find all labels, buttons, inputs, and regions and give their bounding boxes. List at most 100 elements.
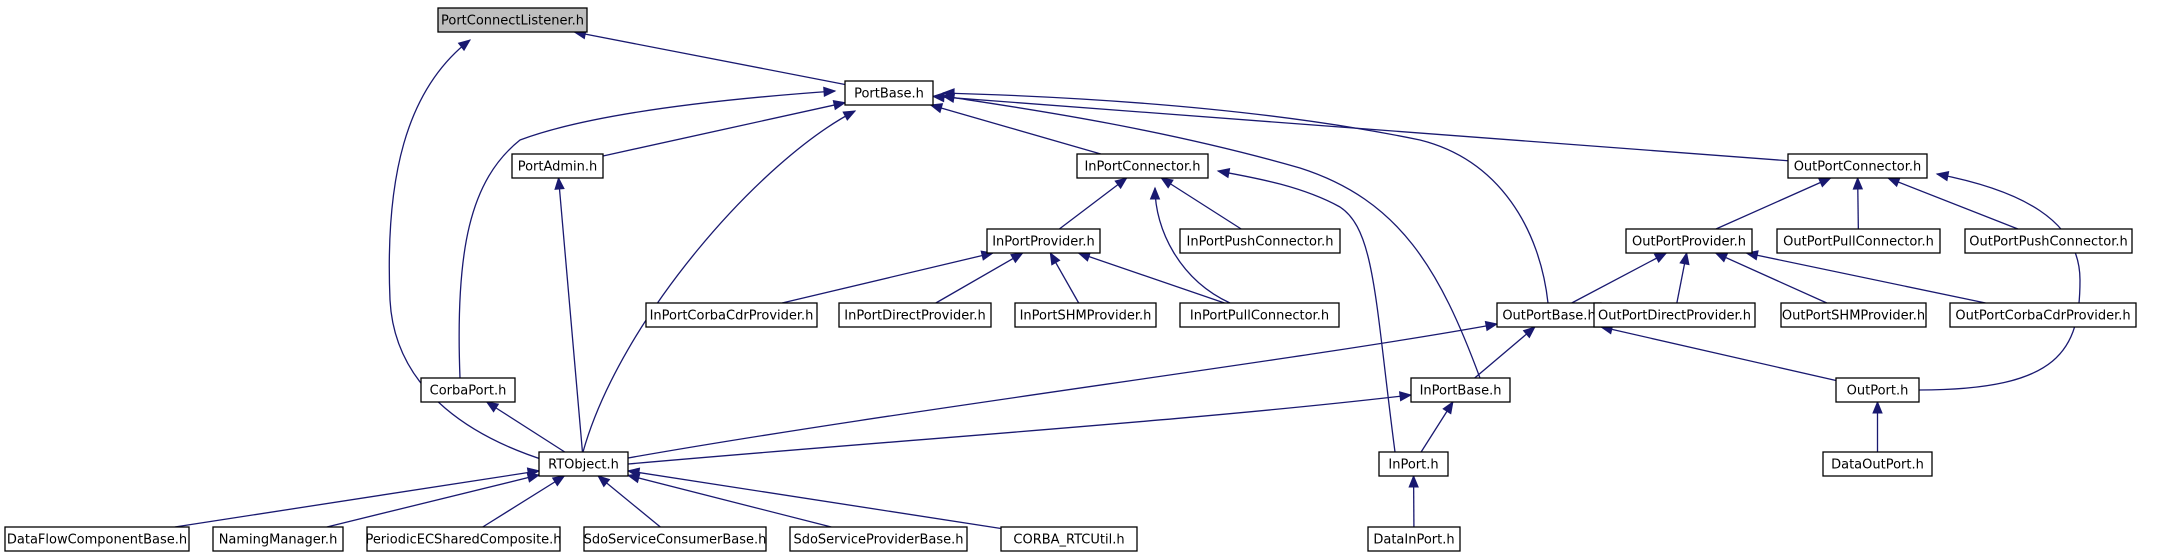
edge-portadmin-h-to-portbase-h: [602, 100, 847, 157]
node-inportpushconnector-h[interactable]: InPortPushConnector.h: [1179, 228, 1341, 254]
node-box: [538, 451, 629, 477]
node-inportprovider-h[interactable]: InPortProvider.h: [986, 228, 1101, 254]
node-label: PortConnectListener.h: [441, 14, 584, 29]
node-label: InPortCorbaCdrProvider.h: [650, 309, 814, 324]
node-box: [1378, 451, 1449, 477]
node-box: [1076, 153, 1209, 179]
edge-outportshmprovider-h-to-outportprovider-h: [1714, 252, 1828, 304]
edge-inportprovider-h-to-inportconnector-h: [1058, 177, 1128, 230]
node-box: [1780, 302, 1927, 328]
node-box: [1835, 377, 1920, 403]
node-label: InPort.h: [1388, 458, 1438, 473]
node-box: [844, 80, 934, 106]
node-portconnectlistener-h[interactable]: PortConnectListener.h: [437, 7, 588, 33]
edge-rtobject-h-to-outportbase-h: [627, 320, 1499, 459]
node-box: [511, 153, 604, 179]
node-outportpullconnector-h[interactable]: OutPortPullConnector.h: [1776, 228, 1941, 254]
edge-inportpushconnector-h-to-inportconnector-h: [1160, 177, 1242, 230]
edge-inportbase-h-to-portbase-h: [941, 92, 1481, 379]
edge-outportbase-h-to-portbase-h: [941, 88, 1549, 304]
node-label: CorbaPort.h: [430, 384, 507, 399]
node-box: [1014, 302, 1157, 328]
node-box: [1949, 302, 2137, 328]
node-label: PortAdmin.h: [518, 160, 598, 175]
edge-outportconnector-h-to-portbase-h: [931, 91, 1789, 162]
node-outportprovider-h[interactable]: OutPortProvider.h: [1625, 228, 1753, 254]
edge-rtobject-h-to-corbaport-h: [485, 401, 566, 453]
node-box: [1964, 228, 2133, 254]
edge-dataoutport-h-to-outport-h: [1872, 400, 1883, 452]
node-label: OutPortSHMProvider.h: [1782, 309, 1925, 324]
node-box: [366, 526, 561, 552]
node-inport-h[interactable]: InPort.h: [1378, 451, 1449, 477]
node-sdoserviceproviderbase-h[interactable]: SdoServiceProviderBase.h: [789, 526, 968, 552]
node-inportconnector-h[interactable]: InPortConnector.h: [1076, 153, 1209, 179]
node-inportbase-h[interactable]: InPortBase.h: [1410, 377, 1511, 403]
node-label: OutPortDirectProvider.h: [1598, 309, 1751, 324]
edge-corba-rtcutil-h-to-rtobject-h: [626, 467, 1002, 530]
node-outportdirectprovider-h[interactable]: OutPortDirectProvider.h: [1593, 302, 1756, 328]
node-sdoserviceconsumerbase-h[interactable]: SdoServiceConsumerBase.h: [583, 526, 767, 552]
node-box: [437, 7, 588, 33]
edge-corbaport-h-to-portbase-h: [458, 86, 837, 379]
nodes-layer: PortConnectListener.hPortBase.hPortAdmin…: [4, 7, 2137, 552]
edge-inport-h-to-inportconnector-h: [1216, 167, 1396, 453]
node-portbase-h[interactable]: PortBase.h: [844, 80, 934, 106]
node-inportdirectprovider-h[interactable]: InPortDirectProvider.h: [838, 302, 992, 328]
node-datainport-h[interactable]: DataInPort.h: [1367, 526, 1461, 552]
node-box: [1776, 228, 1941, 254]
node-label: PortBase.h: [854, 87, 924, 102]
node-label: DataInPort.h: [1373, 533, 1454, 548]
node-outportconnector-h[interactable]: OutPortConnector.h: [1787, 153, 1928, 179]
node-box: [1179, 228, 1341, 254]
node-inportshmprovider-h[interactable]: InPortSHMProvider.h: [1014, 302, 1157, 328]
node-outportshmprovider-h[interactable]: OutPortSHMProvider.h: [1780, 302, 1927, 328]
node-corbaport-h[interactable]: CorbaPort.h: [420, 377, 516, 403]
node-inportpullconnector-h[interactable]: InPortPullConnector.h: [1179, 302, 1340, 328]
node-label: CORBA_RTCUtil.h: [1013, 533, 1124, 548]
node-box: [4, 526, 190, 552]
edge-inportpullconnector-h-to-inportconnector-h: [1149, 186, 1231, 304]
node-namingmanager-h[interactable]: NamingManager.h: [212, 526, 344, 552]
node-label: RTObject.h: [548, 458, 619, 473]
edge-portbase-h-to-portconnectlistener-h: [573, 29, 846, 86]
node-box: [1787, 153, 1928, 179]
node-periodicecsharedcomposite-h[interactable]: PeriodicECSharedComposite.h: [365, 526, 562, 552]
node-portadmin-h[interactable]: PortAdmin.h: [511, 153, 604, 179]
node-inportcorbacdrprovider-h[interactable]: InPortCorbaCdrProvider.h: [645, 302, 818, 328]
node-box: [1822, 451, 1933, 477]
node-box: [212, 526, 344, 552]
node-box: [838, 302, 992, 328]
node-box: [583, 526, 767, 552]
edge-inportbase-h-to-outportbase-h: [1474, 326, 1536, 379]
edge-rtobject-h-to-portbase-h: [582, 110, 857, 453]
node-outportbase-h[interactable]: OutPortBase.h: [1496, 302, 1602, 328]
node-label: OutPortPushConnector.h: [1969, 235, 2127, 250]
node-outportpushconnector-h[interactable]: OutPortPushConnector.h: [1964, 228, 2133, 254]
edge-periodicecsharedcomposite-h-to-rtobject-h: [482, 475, 566, 528]
edge-sdoserviceconsumerbase-h-to-rtobject-h: [597, 475, 661, 528]
node-outport-h[interactable]: OutPort.h: [1835, 377, 1920, 403]
edge-namingmanager-h-to-rtobject-h: [326, 472, 541, 528]
node-box: [645, 302, 818, 328]
node-dataoutport-h[interactable]: DataOutPort.h: [1822, 451, 1933, 477]
edge-outport-h-to-outportbase-h: [1599, 324, 1837, 382]
node-box: [986, 228, 1101, 254]
node-rtobject-h[interactable]: RTObject.h: [538, 451, 629, 477]
node-box: [1179, 302, 1340, 328]
node-label: InPortDirectProvider.h: [844, 309, 985, 324]
node-box: [1410, 377, 1511, 403]
node-label: InPortPullConnector.h: [1190, 309, 1329, 324]
node-outportcorbacdrprovider-h[interactable]: OutPortCorbaCdrProvider.h: [1949, 302, 2137, 328]
edge-inportconnector-h-to-portbase-h: [929, 103, 1102, 155]
node-label: DataOutPort.h: [1831, 458, 1924, 473]
node-label: SdoServiceProviderBase.h: [793, 533, 963, 548]
node-label: OutPortProvider.h: [1632, 235, 1746, 250]
node-label: SdoServiceConsumerBase.h: [584, 533, 767, 548]
node-corba-rtcutil-h[interactable]: CORBA_RTCUtil.h: [1000, 526, 1138, 552]
node-box: [420, 377, 516, 403]
node-box: [789, 526, 968, 552]
node-label: PeriodicECSharedComposite.h: [365, 533, 561, 548]
node-dataflowcomponentbase-h[interactable]: DataFlowComponentBase.h: [4, 526, 190, 552]
